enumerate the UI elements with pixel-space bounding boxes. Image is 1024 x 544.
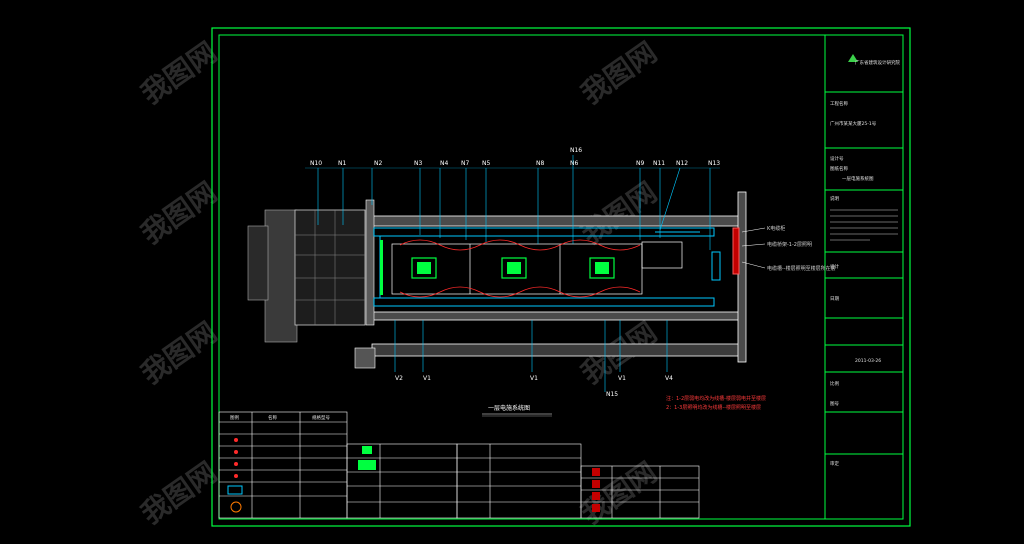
red-note: 注：1-2层弱电均改为线槽-楼层弱电井至楼层 [666, 395, 766, 402]
callout-tag: N10 [310, 160, 322, 167]
legend-symbol [230, 501, 242, 513]
legend-symbol [592, 468, 600, 476]
callout-tag: V1 [423, 375, 431, 382]
callout-tag: N4 [440, 160, 448, 167]
red-note: 2：1-3层照明均改为线槽--楼层照明至楼层 [666, 404, 761, 411]
tb-row: 广州市某某大厦25-1号 [830, 120, 877, 127]
watermark-layer: 我图网 我图网 我图网 我图网 我图网 我图网 我图网 我图网 [135, 36, 663, 531]
legend-symbol [592, 492, 600, 500]
side-note: 电缆槽--楼层照明至楼层所在层 [767, 265, 836, 272]
callout-tag: V1 [618, 375, 626, 382]
tb-row: 图号 [830, 401, 839, 407]
legend-symbols [234, 438, 238, 478]
callout-tag: V1 [530, 375, 538, 382]
legend-symbol [592, 504, 600, 512]
floor-plan: N10 N1 N2 N3 N4 N7 N5 N8 N16 N6 N9 N11 N… [247, 147, 836, 417]
equipment-box [589, 257, 615, 279]
callout-tag: N16 [570, 147, 582, 154]
callout-tag: N12 [676, 160, 688, 167]
company-name: 广东省建筑设计研究院 [855, 59, 900, 66]
tb-row: 设计号 [830, 155, 844, 162]
tb-row: 日期 [830, 296, 839, 302]
outer-frame [211, 27, 911, 527]
callout-tag: N13 [708, 160, 720, 167]
side-note: 电缆桥架-1-2层照明 [767, 241, 812, 248]
callout-tag: N5 [482, 160, 490, 167]
callout-tag: N11 [653, 160, 665, 167]
watermark: 我图网 [575, 176, 663, 251]
watermark: 我图网 [135, 316, 223, 391]
inner-frame [218, 34, 904, 520]
busbar [380, 240, 383, 295]
tb-row: 工程名称 [830, 100, 848, 107]
equipment-box [501, 257, 527, 279]
watermark: 我图网 [575, 36, 663, 111]
callout-tag: N7 [461, 160, 469, 167]
tb-row: 2011-03-26 [855, 358, 881, 364]
legend-symbol [362, 446, 372, 454]
callout-tag: N9 [636, 160, 644, 167]
legend-symbol [358, 460, 376, 470]
callout-tag: V2 [395, 375, 403, 382]
callout-tag: N8 [536, 160, 544, 167]
callout-tag: V4 [665, 375, 673, 382]
legend-symbol [227, 485, 243, 495]
watermark: 我图网 [135, 456, 223, 531]
legend-symbol [592, 480, 600, 488]
company-logo-icon [848, 54, 858, 62]
drawing-title: 一层电施系统图 [488, 404, 530, 412]
callout-tag: N2 [374, 160, 382, 167]
tb-row: 审定 [830, 460, 839, 467]
callout-tag: N3 [414, 160, 422, 167]
legend-table [218, 411, 348, 519]
legend-table-2 [346, 443, 700, 519]
tb-row: 设计 [830, 263, 839, 270]
watermark: 我图网 [135, 36, 223, 111]
legend-header: 名称 [268, 414, 277, 421]
tb-row: 说明 [830, 195, 839, 202]
tb-row: 一层电施系统图 [842, 175, 874, 182]
callout-tag: N6 [570, 160, 578, 167]
watermark: 我图网 [135, 176, 223, 251]
tb-row: 图纸名称 [830, 165, 848, 172]
equipment-box [411, 257, 437, 279]
legend-header: 规格型号 [312, 414, 330, 421]
legend-header: 图例 [230, 414, 239, 421]
callout-tag: N1 [338, 160, 346, 167]
side-note: K电缆柜 [767, 225, 785, 232]
title-block: 广东省建筑设计研究院 工程名称 广州市某某大厦25-1号 设计号 图纸名称 一层… [824, 35, 903, 519]
tb-row: 比例 [830, 380, 839, 387]
callout-tag: N15 [606, 391, 618, 398]
